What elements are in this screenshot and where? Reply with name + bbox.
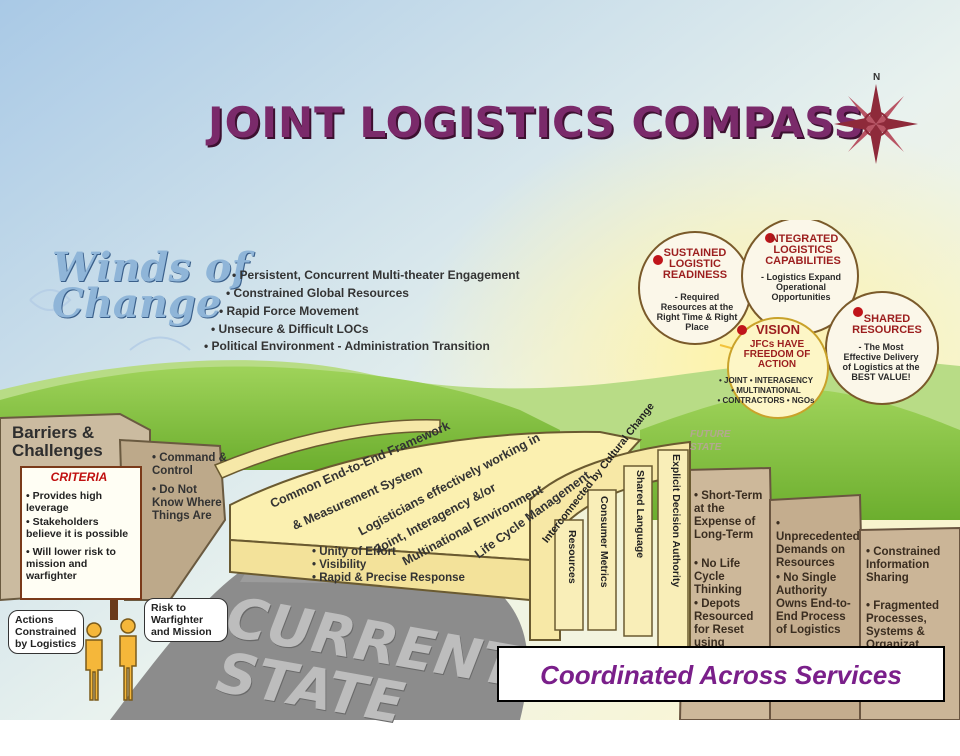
banner-text: Coordinated Across Services <box>540 660 902 690</box>
goal-body: - Logistics Expand Operational Opportuni… <box>760 272 841 302</box>
winds-item: • Persistent, Concurrent Multi-theater E… <box>232 268 520 282</box>
pillar-label: Consumer Metrics <box>598 496 610 588</box>
coordination-banner: Coordinated Across Services <box>497 646 945 702</box>
speech-bubble-right: Risk to Warfighter and Mission <box>144 598 228 642</box>
bridge-front-item: • Unity of Effort <box>312 546 396 558</box>
vision-item: • JOINT • INTERAGENCY <box>718 376 814 385</box>
criteria-item: • Stakeholders believe it is possible <box>26 516 129 540</box>
winds-item: • Constrained Global Resources <box>226 286 409 300</box>
winds-item: • Unsecure & Difficult LOCs <box>211 322 369 336</box>
winds-heading: Winds of Change <box>52 244 249 327</box>
pillar-label: Resources <box>566 530 578 584</box>
pillar-label: Shared Language <box>634 470 646 559</box>
goal-title: SUSTAINED LOGISTIC READINESS <box>662 247 728 281</box>
pillar-label: Explicit Decision Authority <box>670 454 682 588</box>
right-col-item: • Fragmented Processes, Systems & Organi… <box>866 600 940 651</box>
right-col-item: • No Life Cycle Thinking <box>694 558 742 596</box>
compass-diagram: JOINT LOGISTICS COMPASS N Winds of Chang… <box>0 0 960 737</box>
barriers-heading: Barriers & Challenges <box>12 423 103 460</box>
vision-item: • MULTINATIONAL <box>731 386 801 395</box>
winds-item: • Political Environment - Administration… <box>204 339 490 353</box>
goal-circles <box>638 220 939 419</box>
right-col-item: • Constrained Information Sharing <box>866 546 941 584</box>
people-icon <box>85 618 137 701</box>
page-title: JOINT LOGISTICS COMPASS <box>208 98 865 147</box>
bridge-front-item: • Visibility <box>312 559 367 571</box>
vision-subtitle: JFCs HAVE FREEDOM OF ACTION <box>743 339 811 370</box>
barrier-item: • Command & Control <box>152 452 227 477</box>
criteria-title: CRITERIA <box>50 470 108 484</box>
future-state-label: FUTURE STATE <box>690 429 731 453</box>
bridge-front-item: • Rapid & Precise Response <box>312 572 465 584</box>
speech-bubble-left: Actions Constrained by Logistics <box>8 610 84 654</box>
goal-title: INTEGRATED LOGISTICS CAPABILITIES <box>765 233 841 267</box>
right-col-item: • No Single Authority Owns End-to-End Pr… <box>776 572 851 636</box>
criteria-item: • Provides high leverage <box>26 490 103 514</box>
criteria-item: • Will lower risk to mission and warfigh… <box>26 546 116 582</box>
right-col-item: • Short-Term at the Expense of Long-Term <box>694 490 763 541</box>
criteria-sign <box>20 466 142 600</box>
goal-body: - The Most Effective Delivery of Logisti… <box>842 342 920 382</box>
compass-north-label: N <box>873 72 881 83</box>
compass-rose-icon <box>834 84 918 164</box>
winds-item: • Rapid Force Movement <box>219 304 359 318</box>
right-col-item: • Unprecedented Demands on Resources <box>776 518 860 569</box>
vision-title: VISION <box>755 322 801 337</box>
barrier-item: • Do Not Know Where Things Are <box>152 484 222 522</box>
vision-item: • CONTRACTORS • NGOs <box>717 396 815 405</box>
goal-title: SHARED RESOURCES <box>852 313 922 336</box>
right-col-item: • Depots Resourced for Reset using <box>694 598 754 649</box>
goal-body: - Required Resources at the Right Time &… <box>656 292 738 332</box>
